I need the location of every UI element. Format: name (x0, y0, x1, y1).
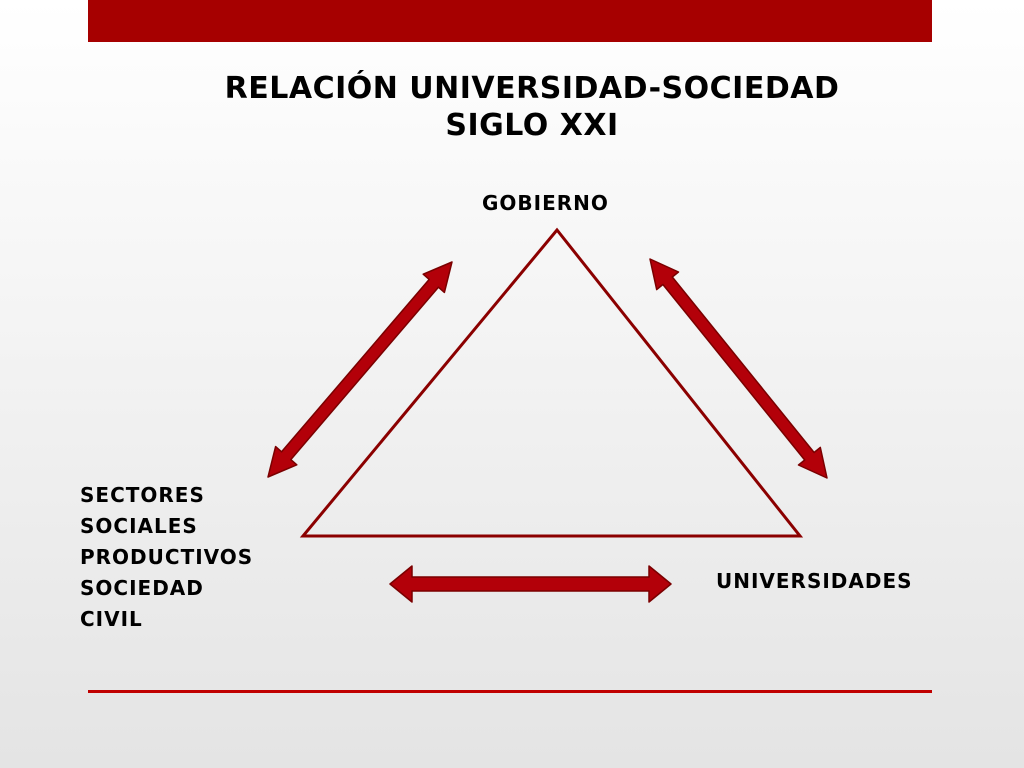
triangle (299, 227, 804, 538)
slide-title: RELACIÓN UNIVERSIDAD-SOCIEDAD SIGLO XXI (112, 70, 952, 144)
node-universidades-label: UNIVERSIDADES (716, 569, 913, 593)
arrow-gobierno-universidades (649, 258, 828, 479)
title-line-1: RELACIÓN UNIVERSIDAD-SOCIEDAD (224, 71, 840, 106)
arrow-gobierno-sectores (267, 261, 453, 478)
sectores-line: SOCIALES (80, 514, 198, 538)
sectores-line: SECTORES (80, 483, 205, 507)
arrow-sectores-universidades (389, 565, 672, 603)
node-sectores-label: SECTORES SOCIALES PRODUCTIVOS SOCIEDAD C… (80, 480, 253, 635)
title-line-2: SIGLO XXI (445, 108, 619, 143)
sectores-line: SOCIEDAD (80, 576, 204, 600)
bottom-rule (88, 690, 932, 693)
top-accent-bar (88, 0, 932, 42)
sectores-line: PRODUCTIVOS (80, 545, 254, 569)
node-gobierno-label: GOBIERNO (482, 191, 609, 215)
sectores-line: CIVIL (80, 607, 143, 631)
